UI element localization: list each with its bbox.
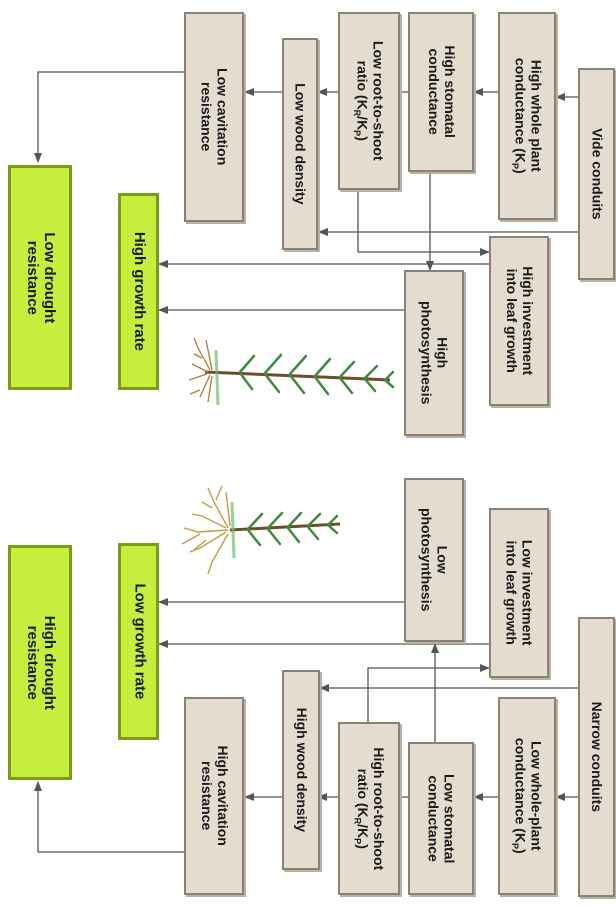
box-plant-conductance-bottom: Low whole-plant conductance (KP)	[498, 697, 556, 895]
box-wood-density-bottom: High wood density	[282, 670, 320, 870]
arrow-cavitation-to-drought-bottom	[34, 781, 184, 853]
box-stomatal-top: High stomatal conductance	[408, 12, 474, 172]
box-growth-rate-top: High growth rate	[118, 193, 159, 390]
box-leaf-investment-top: High investment into leaf growth	[489, 236, 549, 406]
box-growth-rate-bottom: Low growth rate	[118, 543, 159, 740]
box-root-shoot-top: Low root-to-shoot ratio (KR/KP)	[338, 12, 400, 190]
box-drought-bottom: High drought resistance	[8, 545, 72, 780]
box-photosynthesis-bottom: Low photosynthesis	[404, 478, 464, 642]
box-cavitation-top: Low cavitation resistance	[184, 12, 244, 222]
box-drought-top: Low drought resistance	[8, 165, 72, 390]
box-photosynthesis-top: High photosynthesis	[404, 270, 464, 436]
box-stomatal-bottom: Low stomatal conductance	[408, 742, 474, 895]
box-conduits-bottom: Narrow conduits	[578, 617, 615, 897]
box-conduits-top: Vide conduits	[578, 68, 615, 280]
box-root-shoot-bottom: High root-to-shoot ratio (KR/KP)	[338, 722, 400, 895]
arrow-cavitation-to-drought	[34, 71, 184, 163]
box-cavitation-bottom: High cavitation resistance	[184, 697, 244, 895]
arrow-root-shoot-to-leaf-investment-bottom	[367, 664, 490, 722]
box-plant-conductance-top: High whole plant conductance (KP)	[498, 12, 556, 220]
box-leaf-investment-bottom: Low investment into leaf growth	[489, 508, 549, 678]
box-wood-density-top: Low wood density	[282, 38, 318, 250]
arrow-root-shoot-to-leaf-investment	[357, 190, 490, 256]
pine-seedling-illustration	[188, 337, 395, 406]
pine-seedling-illustration	[181, 485, 341, 575]
